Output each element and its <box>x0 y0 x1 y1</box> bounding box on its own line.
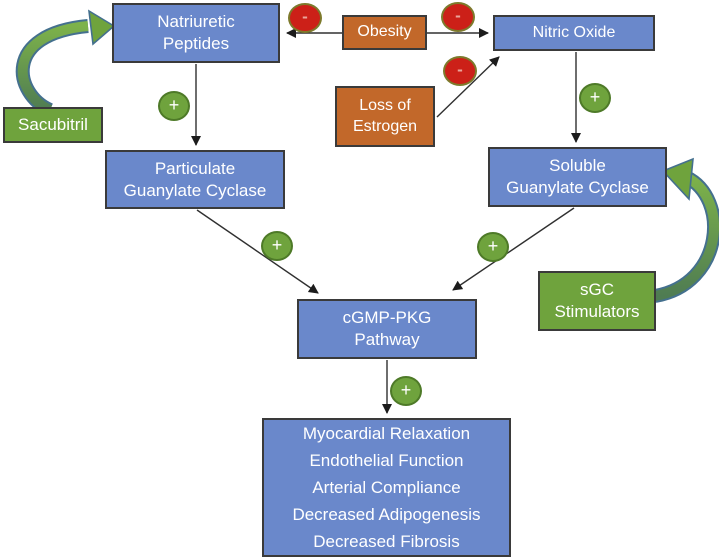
node-nitric-oxide: Nitric Oxide <box>493 15 655 51</box>
positive-effect-badge-cgmp-outcomes: + <box>390 376 422 406</box>
node-soluble-guanylate-cyclase: Soluble Guanylate Cyclase <box>488 147 667 207</box>
arrow-particulate-to-cgmp <box>196 209 319 294</box>
node-obesity: Obesity <box>342 15 427 50</box>
node-natriuretic-peptides: Natriuretic Peptides <box>112 3 280 63</box>
curved-arrow-sgc-stimulators-to-soluble <box>653 157 719 303</box>
node-cgmp-pkg-pathway: cGMP-PKG Pathway <box>297 299 477 359</box>
node-particulate-guanylate-cyclase: Particulate Guanylate Cyclase <box>105 150 285 209</box>
node-sacubitril: Sacubitril <box>3 107 103 143</box>
negative-effect-badge-obesity-natriuretic: - <box>288 3 322 33</box>
curved-arrow-sacubitril-to-natriuretic <box>15 9 116 117</box>
node-loss-of-estrogen: Loss of Estrogen <box>335 86 435 147</box>
negative-effect-badge-obesity-nitric: - <box>441 2 475 32</box>
arrow-soluble-to-cgmp <box>452 207 575 291</box>
negative-effect-badge-estrogen-nitric: - <box>443 56 477 86</box>
positive-effect-badge-soluble-cgmp: + <box>477 232 509 262</box>
arrow-loss-of-estrogen-to-nitric-oxide <box>436 56 500 118</box>
positive-effect-badge-nitric-soluble: + <box>579 83 611 113</box>
node-sgc-stimulators: sGC Stimulators <box>538 271 656 331</box>
node-outcomes: Myocardial Relaxation Endothelial Functi… <box>262 418 511 557</box>
positive-effect-badge-natriuretic-particulate: + <box>158 91 190 121</box>
positive-effect-badge-particulate-cgmp: + <box>261 231 293 261</box>
